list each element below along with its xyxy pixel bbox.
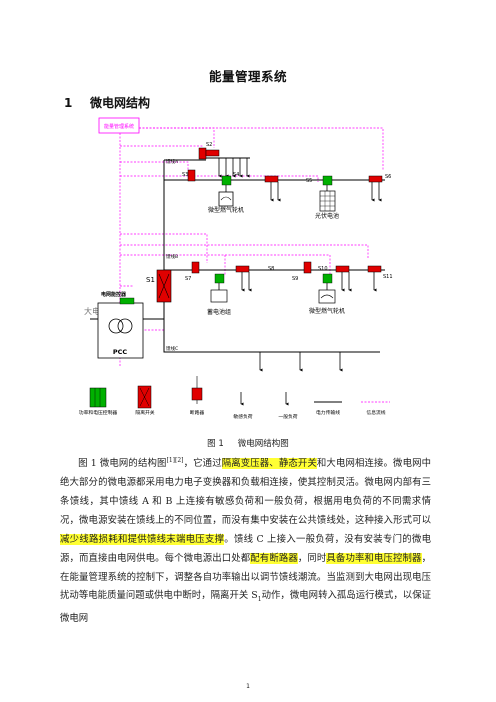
section-title: 微电网结构 [90, 96, 151, 110]
legend-info-line-label: 信息流线 [366, 409, 385, 416]
para-text-5: ，同时 [297, 552, 327, 564]
para-text-1: 图 1 微电网的结构图 [78, 458, 167, 470]
highlight-4: 具备功率和电压控制器 [326, 552, 422, 564]
turbine-a-symbol [218, 191, 234, 207]
breakers [187, 147, 383, 274]
s6-label: S6 [385, 174, 391, 180]
breaker-s5 [187, 169, 196, 182]
battery-symbol [210, 289, 228, 303]
s1-label: S1 [146, 276, 155, 284]
breaker-s2 [198, 147, 207, 160]
ems-box [98, 117, 140, 134]
pcc-controller [119, 297, 135, 305]
info-lines [119, 127, 384, 366]
pcc-box [97, 302, 144, 359]
breaker-s7 [191, 261, 200, 274]
para-text-7: 动作，微电网转入孤岛运行模式，以保证微电网 [60, 590, 431, 625]
figure-caption: 图 1 微电网结构图 [0, 437, 496, 449]
legend-breaker-icon [191, 387, 203, 401]
grid-label: 大电网 [84, 306, 108, 316]
legend-power-line-label: 电力传输线 [316, 409, 340, 416]
breaker-s11 [367, 265, 382, 273]
legend: 功率和电压控制器 隔离开关 断路器 敏感负荷 一般负荷 电力传输线 信息流线 [79, 376, 390, 420]
s10-label: S10 [318, 266, 328, 272]
grid-label-text: 大电网 [84, 306, 108, 316]
s8-label: S8 [268, 266, 274, 272]
breaker-s3 [205, 149, 220, 157]
controller-pv [322, 175, 333, 186]
page-number: 1 [246, 683, 250, 690]
breaker-s10 [335, 265, 350, 273]
body-paragraph: 图 1 微电网的结构图[1][2]，它通过隔离变压器、静态开关和大电网相连接。微… [60, 452, 431, 629]
feeder-c-label: 馈线C [166, 345, 178, 352]
figure-title: 微电网结构图 [237, 439, 289, 449]
turbine-a-label: 微型燃气轮机 [208, 206, 244, 214]
legend-controller-icon [89, 387, 107, 408]
breaker-s6 [368, 175, 383, 183]
controller-turbine-a [221, 175, 232, 186]
section-heading: 1 微电网结构 [64, 94, 150, 111]
s5-label: S5 [306, 178, 312, 184]
legend-sensitive-load-label: 敏感负荷 [233, 413, 252, 420]
turbine-b-symbol [318, 289, 336, 304]
legend-general-load-label: 一般负荷 [278, 413, 297, 420]
breaker-b1 [235, 265, 250, 273]
highlight-3: 配有断路器 [250, 552, 298, 564]
breaker-s8 [303, 261, 312, 274]
page-title: 能量管理系统 [208, 69, 287, 84]
citation: [1][2] [166, 457, 184, 464]
s3-label: S3 [182, 172, 188, 178]
highlight-1: 隔离变压器、静态开关 [221, 458, 317, 470]
ems-label: 能量管理系统 [104, 123, 134, 130]
turbine-b-label: 微型燃气轮机 [309, 307, 345, 315]
load-arrows [218, 158, 382, 292]
para-text-2: ，它通过 [183, 458, 222, 470]
controller-battery [214, 273, 225, 284]
para-text-4: 。馈线 C 上接入一般负荷，没有安装专门的微电源，而直接由电网供电。每个微电源出… [60, 533, 431, 564]
pv-label: 光伏电池 [315, 212, 339, 220]
s9-label: S9 [292, 276, 298, 282]
controller-turbine-b [322, 273, 333, 284]
battery-label: 蓄电池组 [207, 308, 231, 316]
subscript-1: 1 [257, 596, 262, 604]
pcc-label: PCC [113, 348, 128, 356]
s7-label: S7 [185, 276, 191, 282]
para-text-3: 和大电网相连接。微电网中绝大部分的微电源都采用电力电子变换器和负载相连接，使其控… [60, 458, 431, 526]
feeder-b-label: 馈线B [166, 253, 178, 260]
figure-number: 图 1 [207, 439, 224, 449]
pcc-controller-label: 电网能控器 [101, 291, 127, 298]
legend-controller-label: 功率和电压控制器 [79, 409, 118, 416]
feeder-a-label: 馈线A [166, 158, 179, 165]
turbine-a-label-line: 微型燃气轮机 [208, 206, 244, 214]
s2-label: S2 [206, 142, 212, 148]
breaker-a1 [264, 175, 279, 183]
highlight-2: 减少线路损耗和提供馈线末端电压支撑 [60, 533, 225, 545]
section-number: 1 [64, 96, 73, 110]
legend-breaker-label: 断路器 [190, 409, 205, 416]
para-text-6: ，在能量管理系统的控制下，调整各自功率输出以调节馈线潮流。当监测到大电网出现电压… [60, 552, 431, 602]
s11-label: S11 [383, 274, 393, 280]
legend-isolation-switch-label: 隔离开关 [135, 409, 154, 416]
s4-label: S4 [233, 172, 239, 178]
